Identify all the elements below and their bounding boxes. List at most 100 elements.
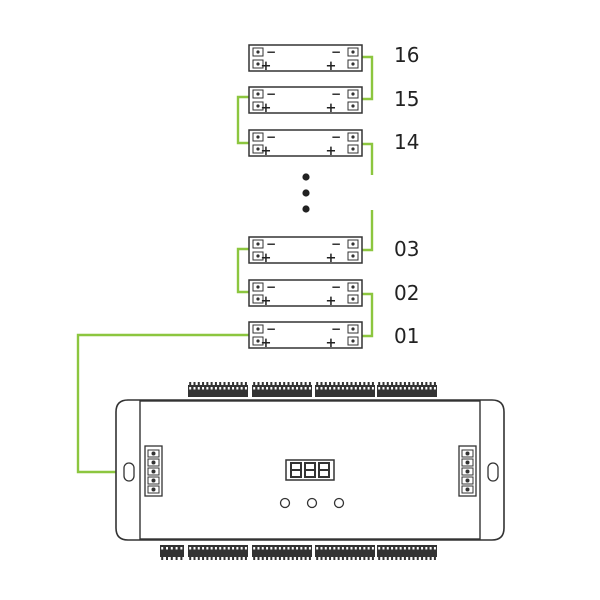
- negative-mark: −: [266, 87, 276, 101]
- negative-mark: −: [266, 45, 276, 59]
- connector-hole: [391, 387, 394, 390]
- connector-pin: [291, 557, 294, 560]
- screw-dot: [351, 135, 355, 139]
- negative-mark: −: [266, 280, 276, 294]
- connector-pin: [300, 557, 303, 560]
- connector-pin: [197, 557, 200, 560]
- terminal-screw: [465, 478, 470, 483]
- connector-pin: [433, 557, 436, 560]
- connector-pin: [253, 382, 256, 385]
- connector-hole: [359, 387, 362, 390]
- connector-pin: [296, 557, 299, 560]
- positive-mark: +: [261, 144, 272, 159]
- connector-strip: [252, 382, 312, 397]
- connector-hole: [308, 547, 311, 550]
- connector-hole: [399, 387, 402, 390]
- connector-pin: [202, 382, 205, 385]
- connector-pin: [386, 382, 389, 385]
- connector-hole: [320, 387, 323, 390]
- module-03: −−++: [248, 236, 363, 266]
- connector-pin: [324, 382, 327, 385]
- connector-pin: [403, 382, 406, 385]
- connector-pin: [278, 557, 281, 560]
- connector-hole: [412, 547, 415, 550]
- terminal-screw: [151, 460, 156, 465]
- connector-hole: [433, 387, 436, 390]
- connector-hole: [367, 547, 370, 550]
- connector-body: [160, 545, 184, 557]
- connector-hole: [386, 547, 389, 550]
- connector-pin: [206, 557, 209, 560]
- connector-pin: [408, 557, 411, 560]
- connector-hole: [266, 547, 269, 550]
- connector-hole: [329, 547, 332, 550]
- connector-hole: [329, 387, 332, 390]
- screw-dot: [256, 104, 260, 108]
- connector-hole: [346, 547, 349, 550]
- positive-mark: +: [326, 336, 337, 351]
- connector-pin: [378, 382, 381, 385]
- connector-pin: [308, 382, 311, 385]
- connector-pin: [214, 382, 217, 385]
- connector-hole: [386, 387, 389, 390]
- connector-hole: [219, 547, 222, 550]
- connector-body: [188, 385, 248, 397]
- connector-hole: [350, 547, 353, 550]
- module-01: −−++: [248, 321, 363, 351]
- connector-pin: [329, 557, 332, 560]
- ellipsis-dot: [302, 205, 310, 213]
- connector-pin: [166, 557, 168, 560]
- connector-strip: [188, 545, 248, 560]
- digit-8: [304, 462, 316, 478]
- connector-pin: [346, 557, 349, 560]
- screw-dot: [256, 50, 260, 54]
- screw-dot: [351, 327, 355, 331]
- connector-body: [252, 545, 312, 557]
- connector-pin: [320, 382, 323, 385]
- connector-hole: [337, 387, 340, 390]
- connector-pin: [378, 557, 381, 560]
- connector-strips-bottom: [160, 545, 437, 560]
- module-label-15: 15: [394, 87, 419, 111]
- connector-strips-top: [188, 382, 437, 397]
- connector-pin: [197, 382, 200, 385]
- connector-pin: [371, 382, 374, 385]
- module-16: −−++: [248, 44, 363, 74]
- connector-hole: [244, 387, 247, 390]
- connector-pin: [320, 557, 323, 560]
- connector-pin: [350, 557, 353, 560]
- connector-hole: [363, 547, 366, 550]
- screw-dot: [351, 147, 355, 151]
- modules: −−++−−++−−++−−++−−++−−++: [248, 44, 363, 351]
- connector-pin: [223, 382, 226, 385]
- connector-pin: [433, 382, 436, 385]
- connector-hole: [316, 547, 319, 550]
- connector-hole: [399, 547, 402, 550]
- connector-pin: [219, 382, 222, 385]
- connector-hole: [403, 547, 406, 550]
- connector-pin: [161, 557, 164, 560]
- connector-hole: [391, 547, 394, 550]
- screw-dot: [256, 62, 260, 66]
- module-labels: 16 15 14 03 02 01: [394, 43, 419, 348]
- screw-dot: [351, 254, 355, 258]
- connector-pin: [244, 382, 247, 385]
- connector-pin: [261, 382, 264, 385]
- connector-hole: [395, 547, 398, 550]
- connector-hole: [354, 547, 357, 550]
- screw-dot: [256, 285, 260, 289]
- positive-mark: +: [326, 101, 337, 116]
- connector-body: [377, 385, 437, 397]
- connector-pin: [304, 557, 307, 560]
- connector-hole: [236, 387, 239, 390]
- connector-pin: [266, 557, 269, 560]
- connector-pin: [382, 382, 385, 385]
- connector-hole: [257, 387, 260, 390]
- connector-hole: [304, 387, 307, 390]
- connector-hole: [270, 547, 273, 550]
- screw-dot: [351, 92, 355, 96]
- connector-pin: [367, 557, 370, 560]
- connector-hole: [253, 547, 256, 550]
- connector-hole: [206, 387, 209, 390]
- connector-hole: [371, 547, 374, 550]
